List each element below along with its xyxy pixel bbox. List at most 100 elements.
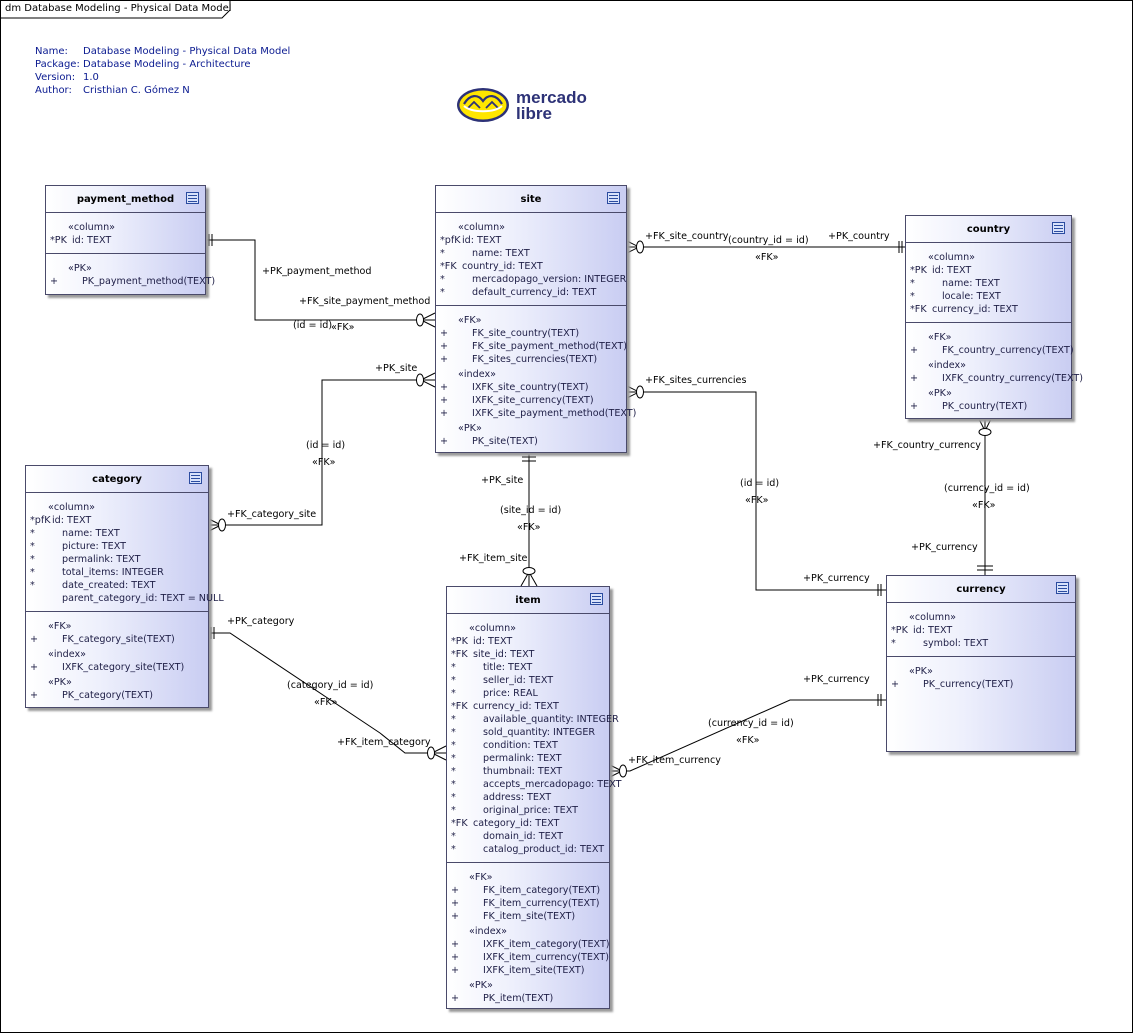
join-condition-label: (currency_id = id) [708, 718, 794, 729]
operation-marker: + [451, 885, 460, 896]
column-marker: * [30, 528, 35, 539]
stereotype: «FK» [48, 621, 72, 632]
column-text: name: TEXT [472, 248, 530, 259]
column-text: accepts_mercadopago: TEXT [483, 779, 622, 790]
one-one-marker [877, 584, 882, 596]
operation-row: +FK_site_payment_method(TEXT) [436, 340, 627, 353]
note-value: Cristhian C. Gómez N [83, 85, 190, 96]
column-text: country_id: TEXT [462, 261, 543, 272]
column-marker: * [910, 278, 915, 289]
operation-text: IXFK_site_payment_method(TEXT) [472, 408, 637, 419]
column-marker: *PK [910, 265, 927, 276]
column-marker: *FK [451, 818, 468, 829]
operation-marker: + [451, 993, 460, 1004]
pk-section: «PK» +PK_payment_method(TEXT) [46, 254, 215, 294]
pk-role-label: +PK_site [481, 475, 524, 486]
fk-stereotype-label: «FK» [972, 500, 996, 511]
column-marker: *PK [891, 625, 908, 636]
note-key: Version: [35, 72, 76, 83]
operation-row: +IXFK_site_country(TEXT) [436, 381, 626, 394]
fk-stereotype-label: «FK» [736, 735, 760, 746]
table-title: site [520, 194, 542, 205]
operation-row: +PK_country(TEXT) [906, 400, 1071, 413]
column-text: domain_id: TEXT [483, 831, 563, 842]
column-text: thumbnail: TEXT [483, 766, 563, 777]
operation-marker: + [451, 939, 460, 950]
one-one-marker [210, 627, 215, 639]
stereotype: «column» [458, 222, 506, 233]
column-row: *locale: TEXT [906, 290, 1071, 303]
operation-row: +FK_category_site(TEXT) [26, 633, 208, 646]
operation-row: +IXFK_country_currency(TEXT) [906, 372, 1083, 385]
column-row: *price: REAL [447, 687, 609, 700]
operation-section: «FK» +FK_item_category(TEXT) +FK_item_cu… [447, 863, 610, 1011]
table-icon [590, 593, 603, 605]
one-one-marker [977, 565, 993, 571]
operation-marker: + [451, 952, 460, 963]
column-text: name: TEXT [942, 278, 1000, 289]
column-text: permalink: TEXT [62, 554, 141, 565]
column-marker: *PK [451, 636, 468, 647]
column-marker: * [910, 291, 915, 302]
pk-role-label: +PK_currency [911, 542, 978, 553]
column-marker: * [451, 792, 456, 803]
operation-marker: + [440, 395, 449, 406]
fk-stereotype-label: «FK» [755, 252, 779, 263]
operation-text: IXFK_site_country(TEXT) [472, 382, 589, 393]
fk-stereotype-label: «FK» [314, 697, 338, 708]
note-value: 1.0 [83, 72, 99, 83]
stereotype: «index» [928, 360, 966, 371]
table-icon [186, 192, 199, 204]
operation-marker: + [891, 679, 900, 690]
operation-section: «FK» +FK_site_country(TEXT) +FK_site_pay… [436, 306, 636, 454]
column-text: seller_id: TEXT [483, 675, 554, 686]
note-key: Name: [35, 46, 68, 57]
column-marker: * [451, 662, 456, 673]
column-text: currency_id: TEXT [932, 304, 1018, 315]
join-condition-label: (id = id) [740, 478, 780, 489]
column-row: *catalog_product_id: TEXT [447, 843, 609, 856]
column-marker: * [30, 541, 35, 552]
column-text: id: TEXT [462, 235, 502, 246]
table-icon [1052, 222, 1065, 234]
column-marker: * [440, 248, 445, 259]
fk-role-label: +FK_site_country [645, 231, 729, 242]
operation-marker: + [910, 401, 919, 412]
column-row: *thumbnail: TEXT [447, 765, 609, 778]
table-header: item [447, 587, 609, 614]
operation-row: +IXFK_item_category(TEXT) [447, 938, 610, 951]
column-marker: * [891, 638, 896, 649]
operation-text: PK_payment_method(TEXT) [82, 276, 216, 287]
pk-role-label: +PK_currency [803, 573, 870, 584]
column-row: *title: TEXT [447, 661, 609, 674]
operation-row: +IXFK_site_payment_method(TEXT) [436, 407, 636, 420]
fk-stereotype-label: «FK» [312, 457, 336, 468]
operation-text: IXFK_site_currency(TEXT) [472, 395, 594, 406]
mercado-libre-logo: mercado libre [457, 88, 587, 123]
one-one-marker [898, 241, 903, 253]
column-marker: * [451, 714, 456, 725]
join-condition-label: (category_id = id) [287, 680, 374, 691]
operation-text: IXFK_item_currency(TEXT) [483, 952, 609, 963]
operation-section: «FK» +FK_category_site(TEXT) «index» +IX… [26, 612, 208, 708]
column-text: id: TEXT [932, 265, 972, 276]
note-version: Version: 1.0 [35, 71, 290, 84]
fk-role-label: +FK_item_currency [628, 755, 721, 766]
operation-text: FK_item_currency(TEXT) [483, 898, 600, 909]
operation-row: +FK_item_category(TEXT) [447, 884, 609, 897]
column-row: *total_items: INTEGER [26, 566, 208, 579]
operation-row: +FK_sites_currencies(TEXT) [436, 353, 626, 366]
column-text: sold_quantity: INTEGER [483, 727, 596, 738]
note-author: Author:Cristhian C. Gómez N [35, 84, 290, 97]
pk-role-label: +PK_site [375, 363, 418, 374]
column-row: *permalink: TEXT [26, 553, 208, 566]
